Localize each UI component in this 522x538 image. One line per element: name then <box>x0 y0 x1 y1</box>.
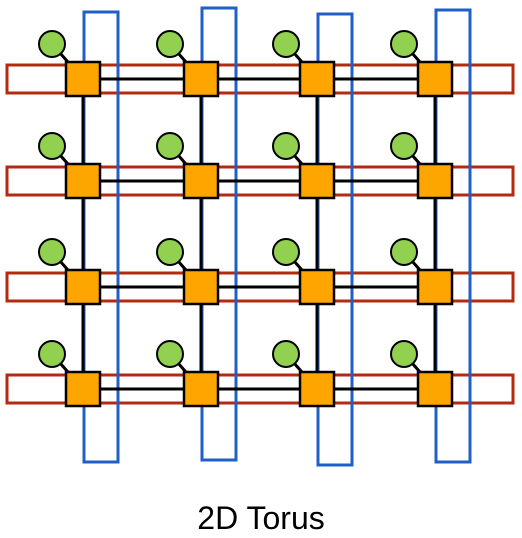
compute-node <box>272 132 300 160</box>
router <box>298 162 336 200</box>
routers <box>64 60 454 408</box>
compute-node <box>390 30 418 58</box>
router <box>182 162 220 200</box>
router <box>416 60 454 98</box>
row-wraparound-links <box>5 63 515 405</box>
diagram-caption: 2D Torus <box>197 500 325 536</box>
router <box>298 268 336 306</box>
mesh-links <box>81 77 437 391</box>
row-wrap-link <box>5 63 515 95</box>
row-wrap-link <box>5 165 515 197</box>
node-router-links <box>50 43 437 390</box>
compute-node <box>38 238 66 266</box>
compute-node <box>156 340 184 368</box>
row-wrap-link <box>5 373 515 405</box>
router <box>416 268 454 306</box>
router <box>182 60 220 98</box>
compute-node <box>272 238 300 266</box>
router <box>298 370 336 408</box>
compute-node <box>390 340 418 368</box>
router <box>182 268 220 306</box>
router <box>416 370 454 408</box>
compute-node <box>38 132 66 160</box>
router <box>64 162 102 200</box>
compute-node <box>38 340 66 368</box>
column-wraparound-links <box>82 6 472 467</box>
compute-nodes <box>38 30 418 368</box>
router <box>64 60 102 98</box>
compute-node <box>38 30 66 58</box>
compute-node <box>156 132 184 160</box>
compute-node <box>272 340 300 368</box>
compute-node <box>156 238 184 266</box>
router <box>64 370 102 408</box>
compute-node <box>272 30 300 58</box>
router <box>64 268 102 306</box>
router <box>416 162 454 200</box>
router <box>182 370 220 408</box>
row-wrap-link <box>5 271 515 303</box>
compute-node <box>156 30 184 58</box>
router <box>298 60 336 98</box>
compute-node <box>390 238 418 266</box>
compute-node <box>390 132 418 160</box>
